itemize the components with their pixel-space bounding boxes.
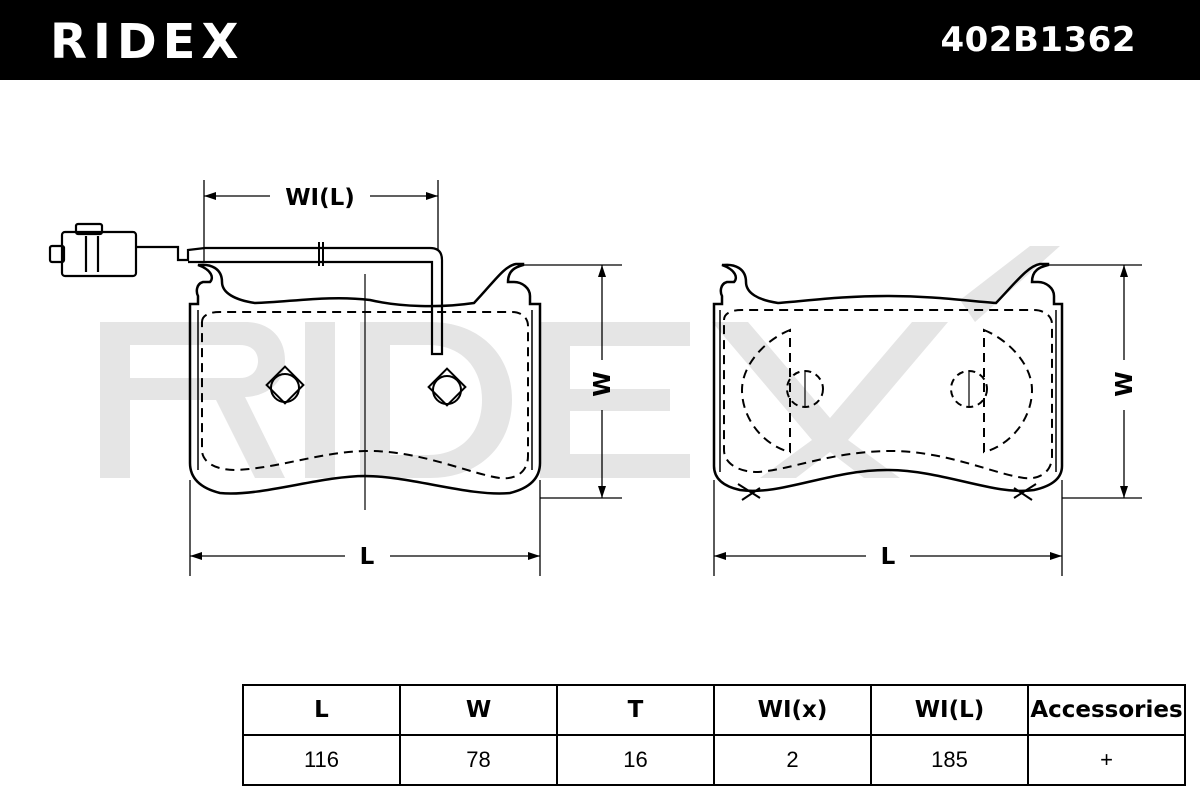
spec-header-thickness: T [556, 684, 715, 736]
left-length-label: L [360, 544, 375, 570]
right-width-label: W [1112, 371, 1138, 396]
spec-header-row: L W T WI(x) WI(L) Accessories [242, 684, 1186, 736]
wear-indicator-length-label: WI(L) [285, 185, 355, 211]
spec-header-wear-indicator-length: WI(L) [870, 684, 1029, 736]
spec-value-width: 78 [399, 734, 558, 786]
part-number: 402B1362 [940, 20, 1136, 60]
spec-value-wear-indicator-count: 2 [713, 734, 872, 786]
spec-header-length: L [242, 684, 401, 736]
spec-value-row: 116 78 16 2 185 + [242, 734, 1186, 786]
right-length-label: L [881, 544, 896, 570]
spec-table: L W T WI(x) WI(L) Accessories 116 78 16 … [242, 684, 1186, 786]
right-brake-pad [712, 262, 1064, 501]
header-bar: RIDEX 402B1362 [0, 0, 1200, 80]
left-brake-pad [188, 262, 542, 510]
wear-indicator-sensor [48, 222, 444, 356]
svg-text:RIDEX: RIDEX [50, 14, 244, 66]
ridex-watermark [100, 246, 1060, 478]
spec-header-accessories: Accessories [1027, 684, 1186, 736]
left-width-label: W [590, 371, 616, 396]
brand-logo: RIDEX [50, 14, 244, 66]
spec-value-length: 116 [242, 734, 401, 786]
right-dimensions [713, 264, 1142, 576]
spec-value-accessories: + [1027, 734, 1186, 786]
spec-header-wear-indicator-count: WI(x) [713, 684, 872, 736]
spec-header-width: W [399, 684, 558, 736]
left-dimensions [189, 180, 622, 576]
spec-value-wear-indicator-length: 185 [870, 734, 1029, 786]
technical-drawing: WI(L) L W L W [48, 180, 1142, 576]
spec-value-thickness: 16 [556, 734, 715, 786]
